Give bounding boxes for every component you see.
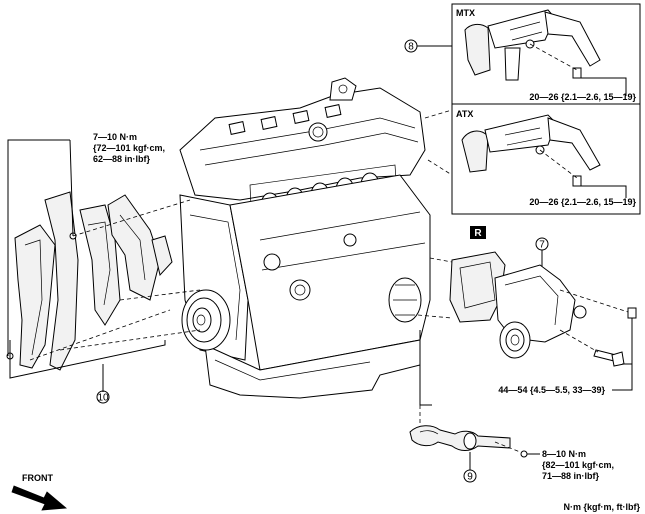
front-arrow-icon [11,485,67,511]
callout-9: 9 [467,472,473,483]
mtx-label: MTX [456,8,475,18]
water-pump [494,264,587,359]
callout-7: 7 [539,240,545,251]
replace-mark-letter: R [474,228,482,239]
water-hose [409,425,511,451]
torque-mtx: 20—26 {2.1—2.6, 15—19} [529,92,636,102]
atx-water-pipe [461,114,601,187]
front-label: FRONT [22,473,53,483]
engine-assembly [179,77,431,399]
atx-label: ATX [456,109,473,119]
torque-water-pump: 44—54 {4.5—5.5, 33—39} [498,385,605,395]
detail-panel [451,3,641,215]
timing-belt-covers [6,191,173,371]
torque-atx: 20—26 {2.1—2.6, 15—19} [529,197,636,207]
cam-cover-details [228,77,357,142]
crankshaft-pulley [181,289,231,351]
callout-8: 8 [408,42,414,53]
replace-mark: R [470,226,486,239]
units-note: N·m {kgf·m, ft·lbf} [564,502,641,512]
callout-10: 10 [97,393,109,404]
torque-cover-bolts: 7—10 N·m {72—101 kgf·cm, 62—88 in·lbf} [93,132,168,164]
torque-hose: 8—10 N·m {82—101 kgf·cm, 71—88 in·lbf} [542,449,617,481]
mtx-water-pipe [464,9,601,81]
